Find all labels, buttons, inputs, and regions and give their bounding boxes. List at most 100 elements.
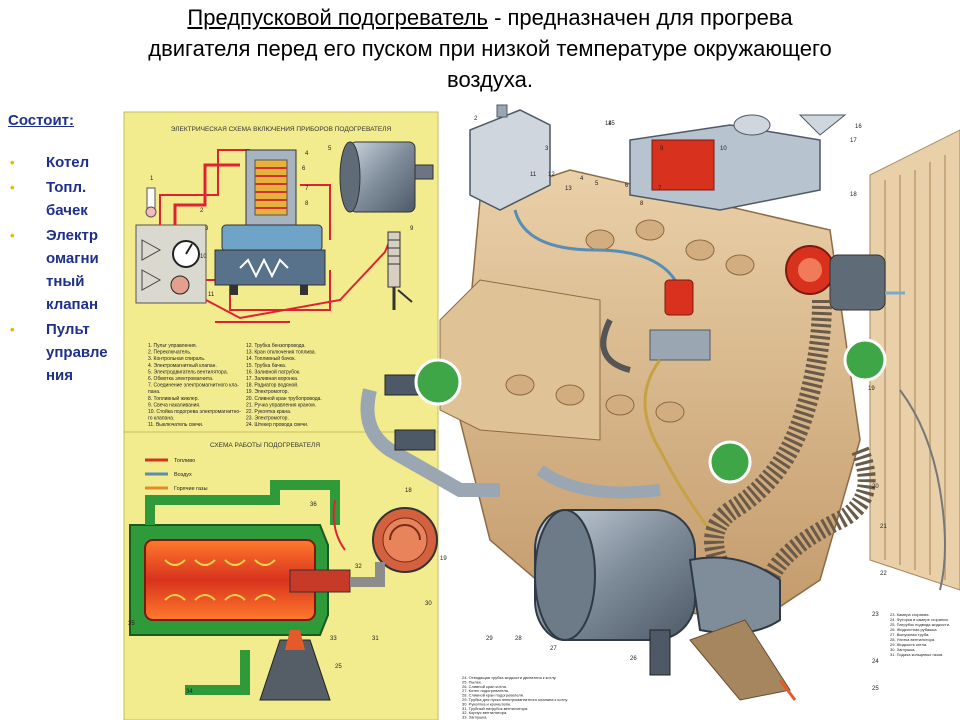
callout-number: 3 <box>545 146 549 152</box>
detail-magnifier <box>843 338 887 382</box>
legend-entry: го клапана. <box>148 416 174 422</box>
callout-number: 19 <box>440 556 447 562</box>
electrical-legend: 1. Пульт управления.2. Переключатель.3. … <box>148 343 322 428</box>
components-sidebar: Состоит: •Котел •Топл. бачек •Электр ома… <box>8 112 120 389</box>
legend-entry: 6. Обмотка электромагнита. <box>148 376 213 382</box>
bullet-icon: • <box>10 180 15 195</box>
component-item: •Пульт управле ния <box>8 318 120 387</box>
callout-number: 17 <box>850 138 857 144</box>
callout-number: 6 <box>302 166 306 172</box>
callout-number: 28 <box>515 636 522 642</box>
legend-entry: 12. Трубка бензопровода. <box>246 343 306 349</box>
bullet-icon: • <box>10 155 15 170</box>
callout-number: 31 <box>372 636 379 642</box>
callout-number: 24 <box>872 659 879 665</box>
callout-number: 33 <box>330 636 337 642</box>
callout-number: 18 <box>405 488 412 494</box>
title-rest: - предназначен для прогрева <box>487 5 793 30</box>
component-item: •Котел <box>8 151 120 174</box>
detail-magnifier <box>708 440 752 484</box>
callout-number: 19 <box>868 386 875 392</box>
component-item: •Топл. бачек <box>8 176 120 222</box>
legend-entry: 16. Заливной патрубок. <box>246 368 300 375</box>
legend-entry: 14. Топливный бачок. <box>246 355 296 362</box>
legend-entry: Воздух <box>174 472 192 478</box>
callout-number: 9 <box>410 226 414 232</box>
callout-number: 8 <box>305 201 309 207</box>
bullet-icon: • <box>10 228 15 243</box>
callout-number: 15 <box>608 121 615 127</box>
callout-number: 5 <box>328 146 332 152</box>
page-title: Предпусковой подогреватель - предназначе… <box>40 2 940 95</box>
callout-number: 5 <box>595 181 599 187</box>
filler-funnel <box>798 114 847 136</box>
callout-number: 1 <box>150 176 154 182</box>
legend-entry: 23. Камера сгорания. <box>890 612 930 617</box>
legend-entry: 18. Радиатор водяной. <box>246 382 298 389</box>
callout-number: 3 <box>205 226 209 232</box>
legend-entry: 15. Трубка бачка. <box>246 363 286 369</box>
callout-number: 23 <box>872 612 879 618</box>
components-heading: Состоит: <box>8 112 75 129</box>
callout-number: 13 <box>565 186 572 192</box>
legend-entry: 31. Трубный патрубок вентилятора. <box>462 706 528 711</box>
callout-number: 10 <box>200 254 207 260</box>
coolant-pipe <box>360 388 500 497</box>
legend-entry: Топливо <box>174 458 195 464</box>
legend-entry: 28. Улитка вентилятора. <box>890 637 935 642</box>
callout-number: 21 <box>880 524 887 530</box>
legend-entry: 30. Заглушка. <box>890 647 915 652</box>
callout-number: 25 <box>872 686 879 692</box>
legend-entry: 13. Кран отключения топлива. <box>246 350 316 356</box>
legend-entry: 24. Футорка в камере сгорания. <box>890 617 949 622</box>
callout-number: 35 <box>128 621 135 627</box>
callout-number: 8 <box>640 201 644 207</box>
fuel-tank <box>469 109 551 211</box>
legend-entry: 25. Патрубок подвода жидкости. <box>890 622 950 627</box>
legend-entry: 1. Пульт управления. <box>148 343 197 349</box>
callout-number: 7 <box>305 186 309 192</box>
legend-entry: 23. Электромотор. <box>246 416 289 422</box>
legend-entry: 24. Отводящая трубка жидкости двигателя … <box>462 675 556 680</box>
callout-number: 26 <box>630 656 637 662</box>
legend-entry: 28. Сливной кран подогревателя. <box>462 693 524 698</box>
legend-entry: 7. Соединение электромагнитного кла- <box>148 383 239 389</box>
title-line3: воздуха. <box>447 67 533 92</box>
callout-number: 4 <box>580 176 584 182</box>
heater-plug-block <box>214 249 326 286</box>
title-term: Предпусковой подогреватель <box>187 5 488 30</box>
legend-entry: 11. Выключатель свечи. <box>148 422 203 428</box>
electrical-scheme-title: ЭЛЕКТРИЧЕСКАЯ СХЕМА ВКЛЮЧЕНИЯ ПРИБОРОВ П… <box>171 126 392 133</box>
callout-number: 11 <box>530 172 537 178</box>
legend-entry: Горячие газы <box>174 486 208 492</box>
callout-number: 29 <box>486 636 493 642</box>
callout-number: 20 <box>872 484 879 490</box>
legend-entry: 3. Контрольная спираль. <box>148 356 205 362</box>
legend-entry: 29. Трубка для пуска электромагнитного к… <box>462 697 568 702</box>
component-item: •Электр омагни тный клапан <box>8 224 120 316</box>
electrical-scheme-panel: ЭЛЕКТРИЧЕСКАЯ СХЕМА ВКЛЮЧЕНИЯ ПРИБОРОВ П… <box>123 111 439 433</box>
engine-electromagnetic-valve <box>664 279 694 316</box>
legend-entry: 29. Жидкость котла. <box>890 642 927 647</box>
detail-magnifier <box>414 358 462 406</box>
callout-number: 30 <box>425 601 432 607</box>
legend-entry: 17. Заливная воронка. <box>246 376 298 382</box>
title-line2: двигателя перед его пуском при низкой те… <box>148 36 832 61</box>
engine-fan-motor <box>829 254 886 311</box>
legend-entry: 26. Сливной кран котла. <box>462 684 507 689</box>
callout-number: 16 <box>855 124 862 130</box>
legend-entry: 2. Переключатель. <box>148 350 191 356</box>
callout-number: 36 <box>310 502 317 508</box>
legend-entry: 31. Подача кольцевых газов. <box>890 652 943 657</box>
callout-number: 25 <box>335 664 342 670</box>
operation-scheme-panel: СХЕМА РАБОТЫ ПОДОГРЕВАТЕЛЯ ТопливоВоздух… <box>123 431 447 720</box>
exhaust-pipe <box>259 639 331 701</box>
callout-number: 2 <box>200 208 204 214</box>
legend-entry: 25. Пылек. <box>462 679 482 684</box>
legend-entry: 30. Рукоятка и кронштейн. <box>462 701 511 706</box>
legend-entry: 5. Электродвигатель вентилятора. <box>148 369 228 375</box>
callout-number: 7 <box>658 186 662 192</box>
legend-entry: 33. Заглушка. <box>462 715 487 720</box>
